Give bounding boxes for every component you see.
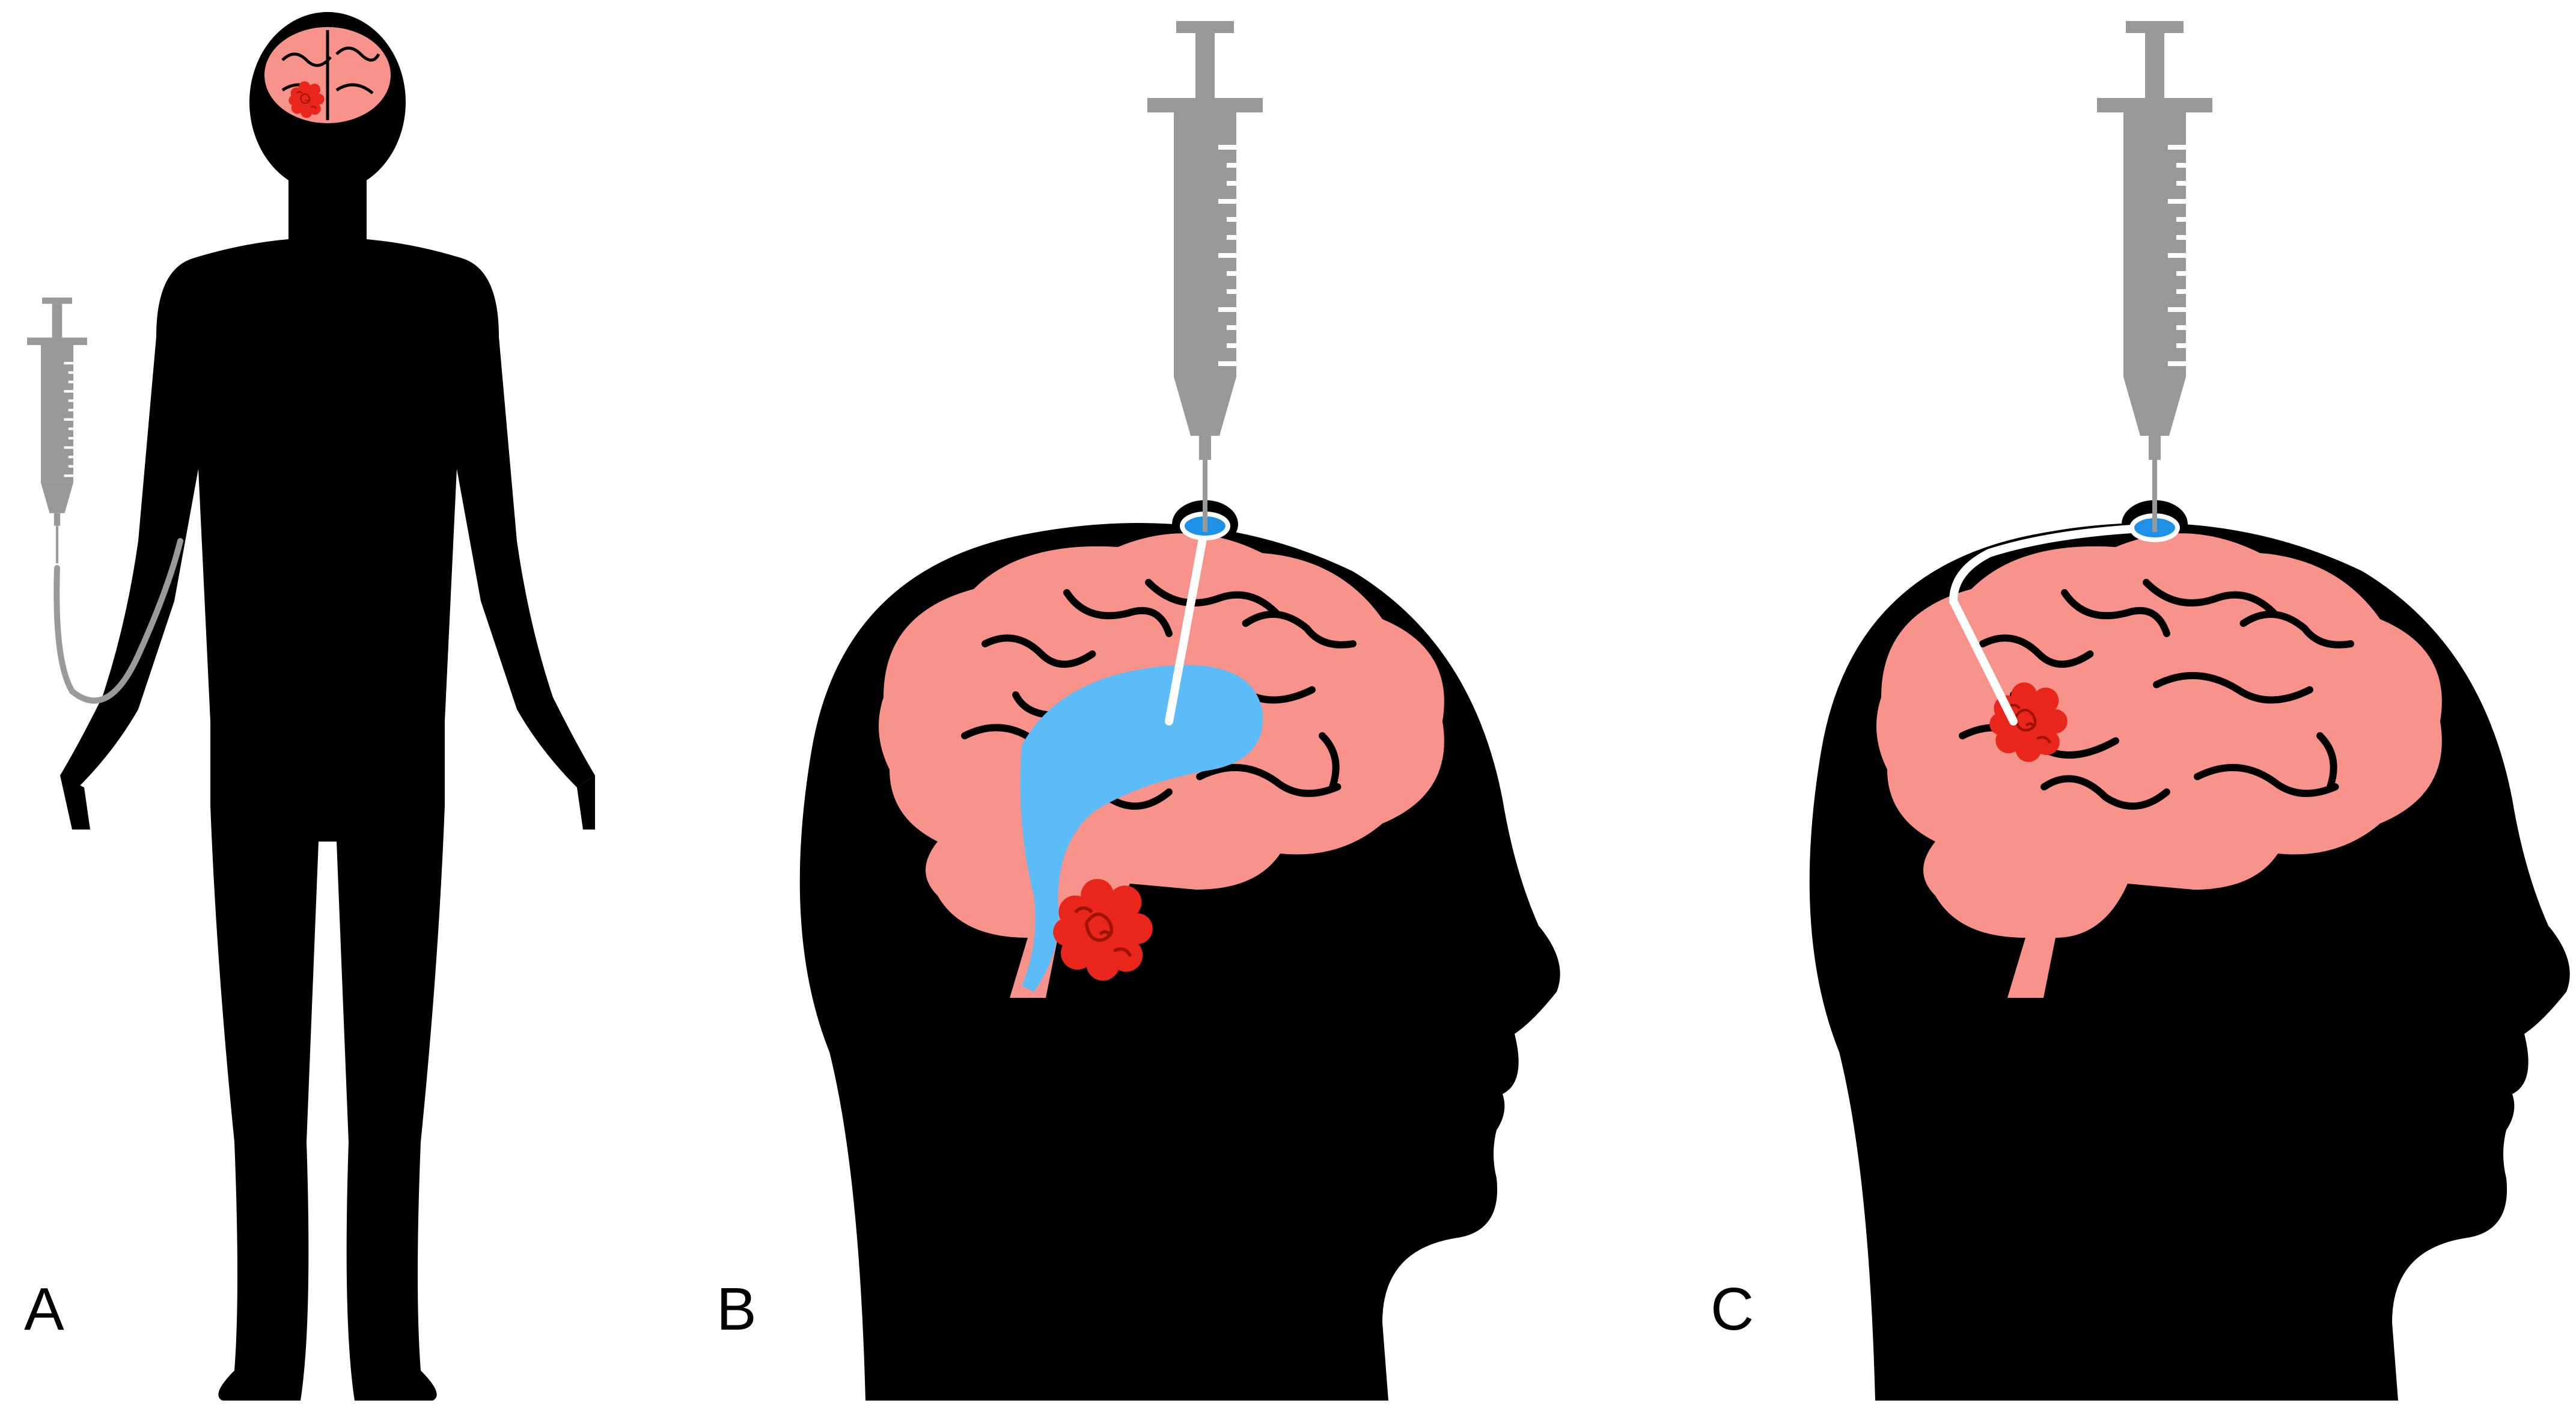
catheter-line [1165,522,1209,726]
iv-tubing [53,538,183,704]
panel-a [27,12,595,1401]
brain-icon [264,27,391,123]
panel-label-a: A [24,1276,64,1343]
brain-icon [1876,533,2442,998]
panel-label-c: C [1711,1276,1754,1343]
ventricle-shape [1020,665,1263,992]
syringe-icon [2097,21,2212,532]
panel-b [799,21,1560,1401]
catheter-line [1949,524,2159,726]
syringe-icon [27,298,87,563]
panel-c [1809,21,2570,1401]
syringe-icon [1147,21,1263,532]
panel-label-b: B [716,1276,757,1343]
body-silhouette [60,12,595,1401]
